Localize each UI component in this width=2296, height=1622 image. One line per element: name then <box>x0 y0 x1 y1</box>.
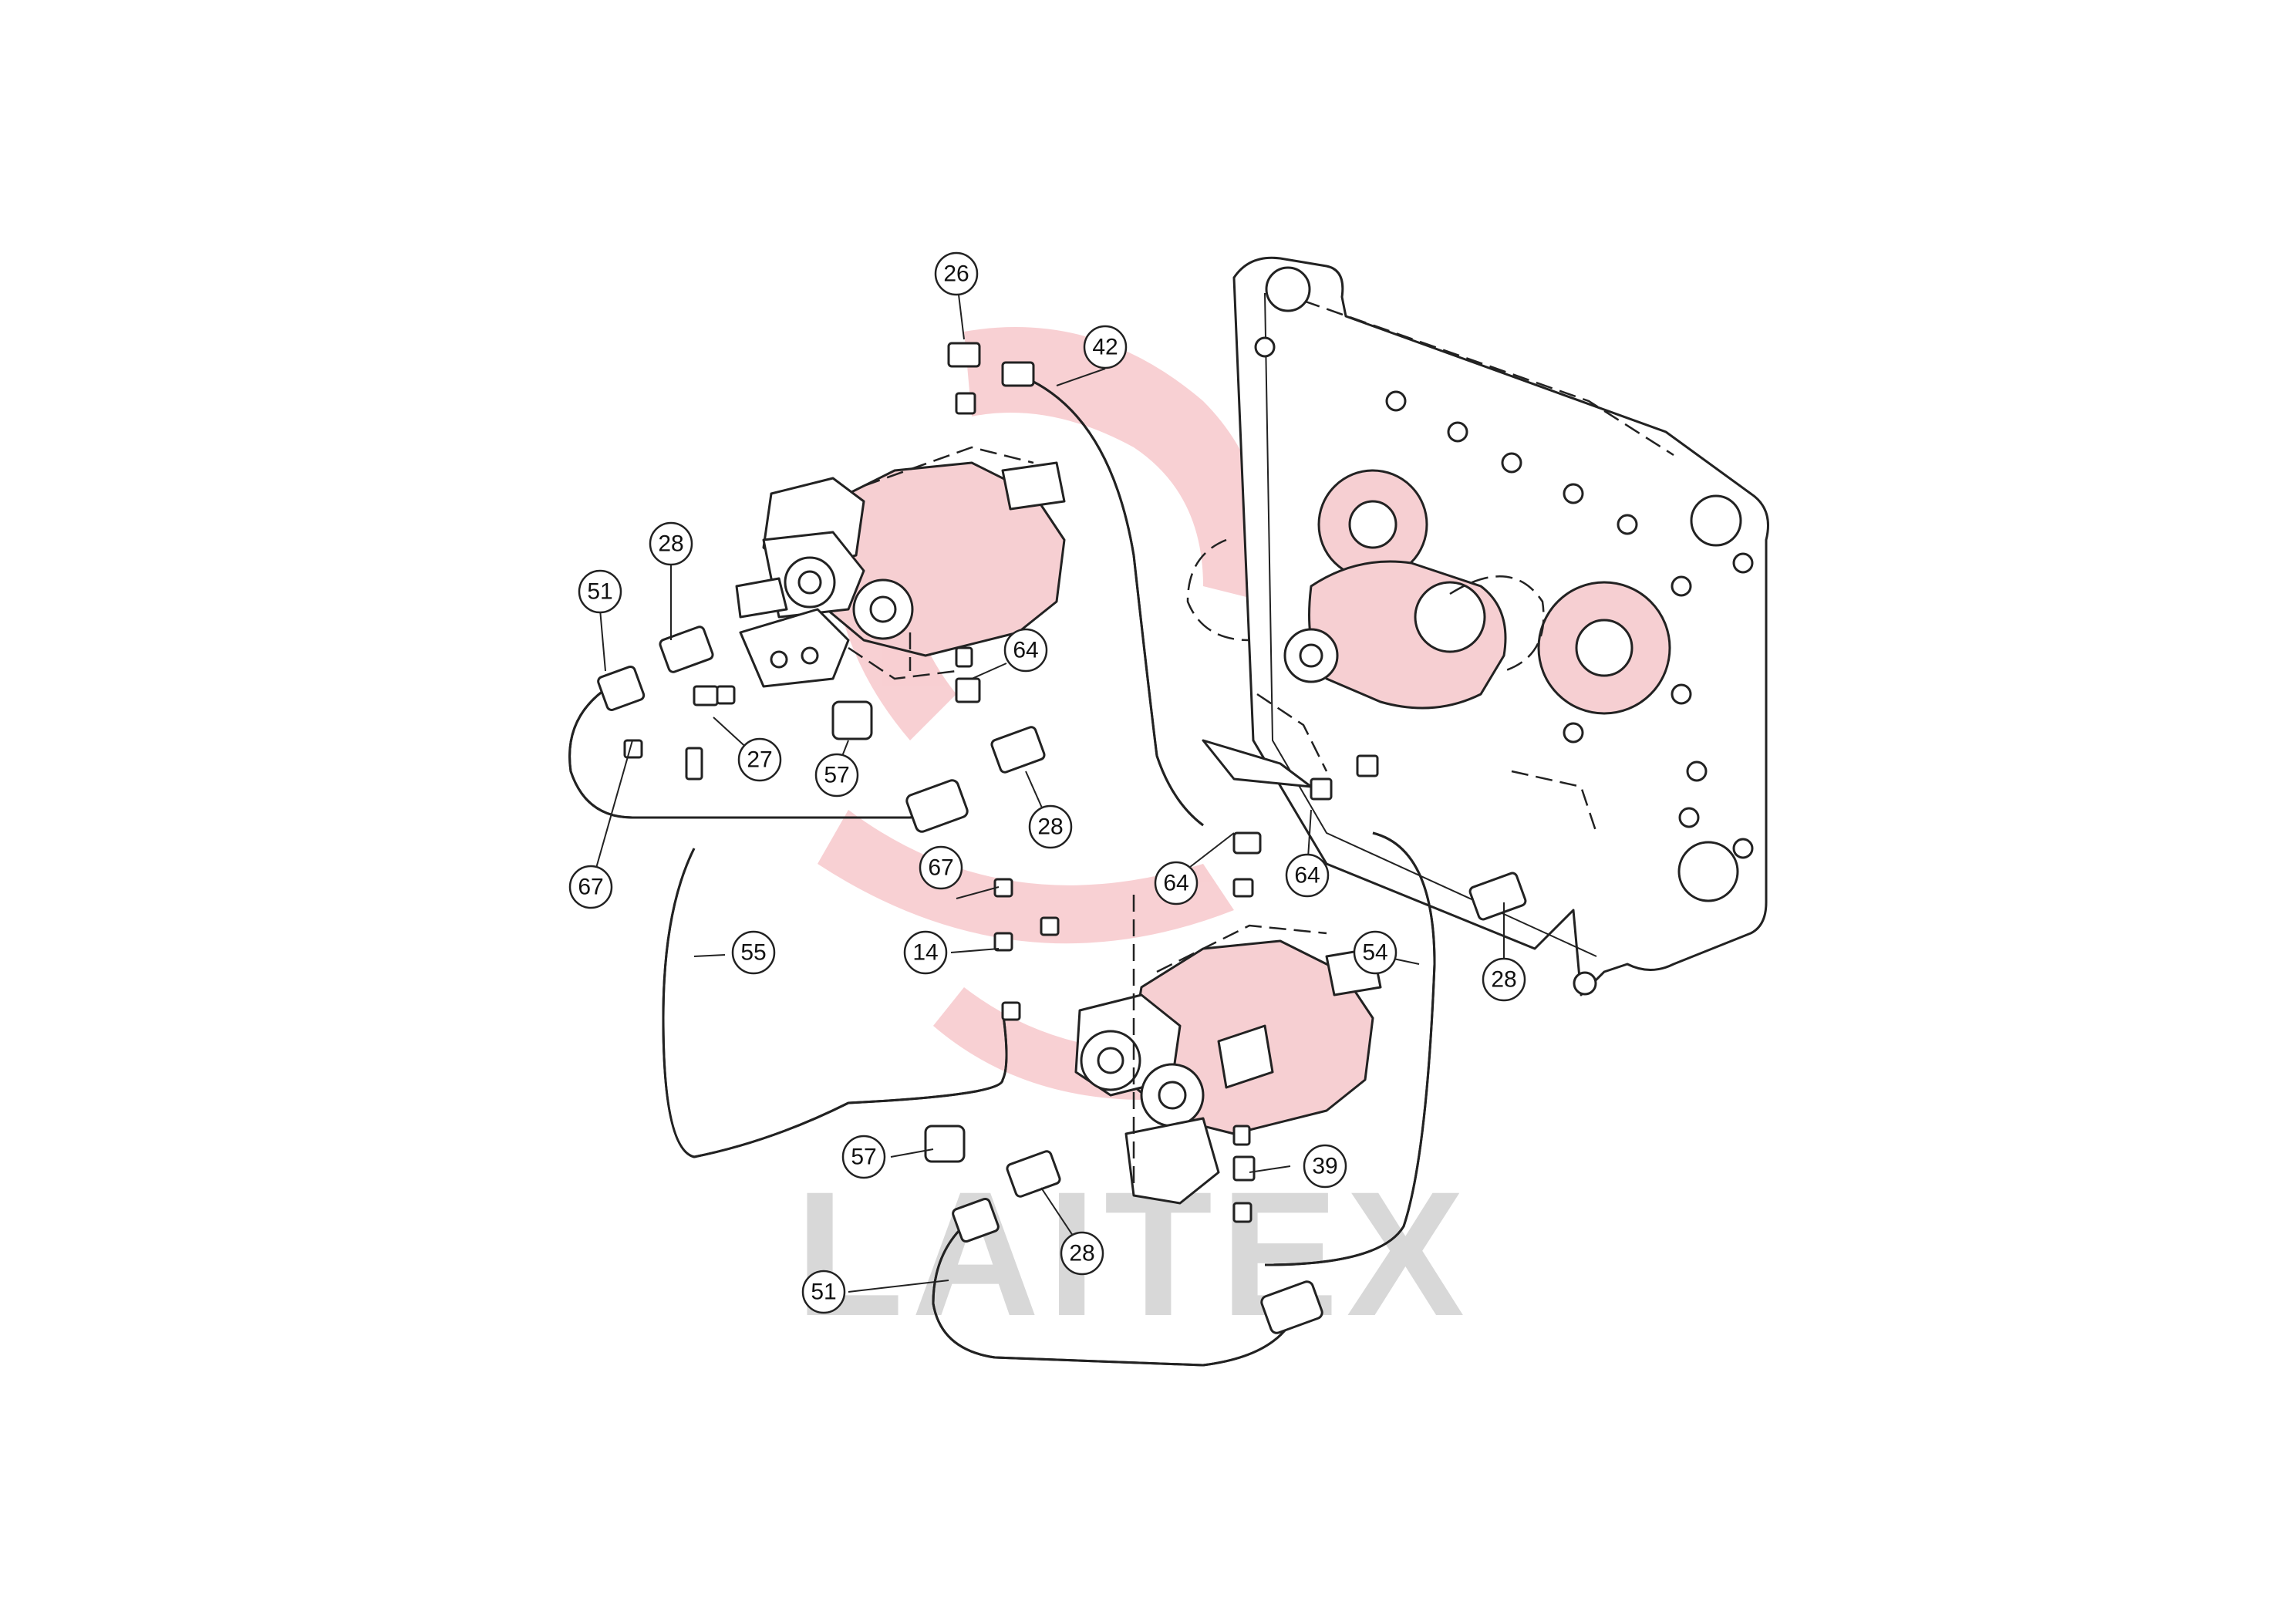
svg-text:39: 39 <box>1312 1154 1337 1179</box>
hoses <box>568 376 1436 1367</box>
callout-57-upper: 57 <box>814 753 859 798</box>
fittings <box>597 342 1527 1334</box>
svg-text:64: 64 <box>1163 871 1188 896</box>
callout-64-upper: 64 <box>1003 628 1048 673</box>
watermark-text: LAITEX <box>795 1155 1472 1353</box>
callout-67-center: 67 <box>919 845 963 890</box>
callout-51-lower: 51 <box>801 1270 846 1314</box>
callout-64-right: 64 <box>1285 853 1330 898</box>
callout-28-lower: 28 <box>1060 1231 1104 1276</box>
gearbox-frame <box>1186 256 1769 996</box>
svg-text:64: 64 <box>1013 638 1038 663</box>
frame-bolts <box>1254 336 1754 859</box>
svg-text:51: 51 <box>811 1280 836 1305</box>
svg-text:28: 28 <box>658 531 683 557</box>
svg-text:42: 42 <box>1092 335 1118 360</box>
upper-hydraulic-pump <box>735 446 1066 688</box>
callout-57-lower: 57 <box>841 1135 886 1179</box>
callout-51-upper: 51 <box>578 569 622 614</box>
callout-39: 39 <box>1303 1144 1347 1189</box>
svg-text:26: 26 <box>943 261 969 287</box>
callout-27: 27 <box>737 737 782 782</box>
svg-text:27: 27 <box>747 747 772 773</box>
callout-28-upper: 28 <box>649 521 693 566</box>
svg-text:67: 67 <box>578 875 603 900</box>
svg-text:51: 51 <box>587 579 612 605</box>
svg-text:54: 54 <box>1362 940 1387 966</box>
callout-55: 55 <box>731 930 776 975</box>
callout-26: 26 <box>934 251 979 296</box>
svg-text:14: 14 <box>912 940 938 966</box>
callout-42: 42 <box>1083 325 1128 369</box>
svg-text:55: 55 <box>740 940 766 966</box>
lower-hydraulic-pump <box>1074 895 1382 1205</box>
callout-28-right: 28 <box>1482 957 1526 1002</box>
svg-text:28: 28 <box>1037 814 1063 840</box>
callout-54: 54 <box>1353 930 1397 975</box>
callout-28-middle: 28 <box>1028 804 1073 849</box>
svg-text:28: 28 <box>1491 967 1516 993</box>
callout-67-left: 67 <box>568 865 613 909</box>
svg-text:57: 57 <box>824 763 849 788</box>
callout-14: 14 <box>903 930 948 975</box>
callout-64-middle: 64 <box>1154 861 1199 905</box>
svg-text:67: 67 <box>928 855 953 881</box>
svg-text:28: 28 <box>1069 1241 1094 1266</box>
svg-text:57: 57 <box>851 1145 876 1170</box>
svg-text:64: 64 <box>1294 863 1320 889</box>
